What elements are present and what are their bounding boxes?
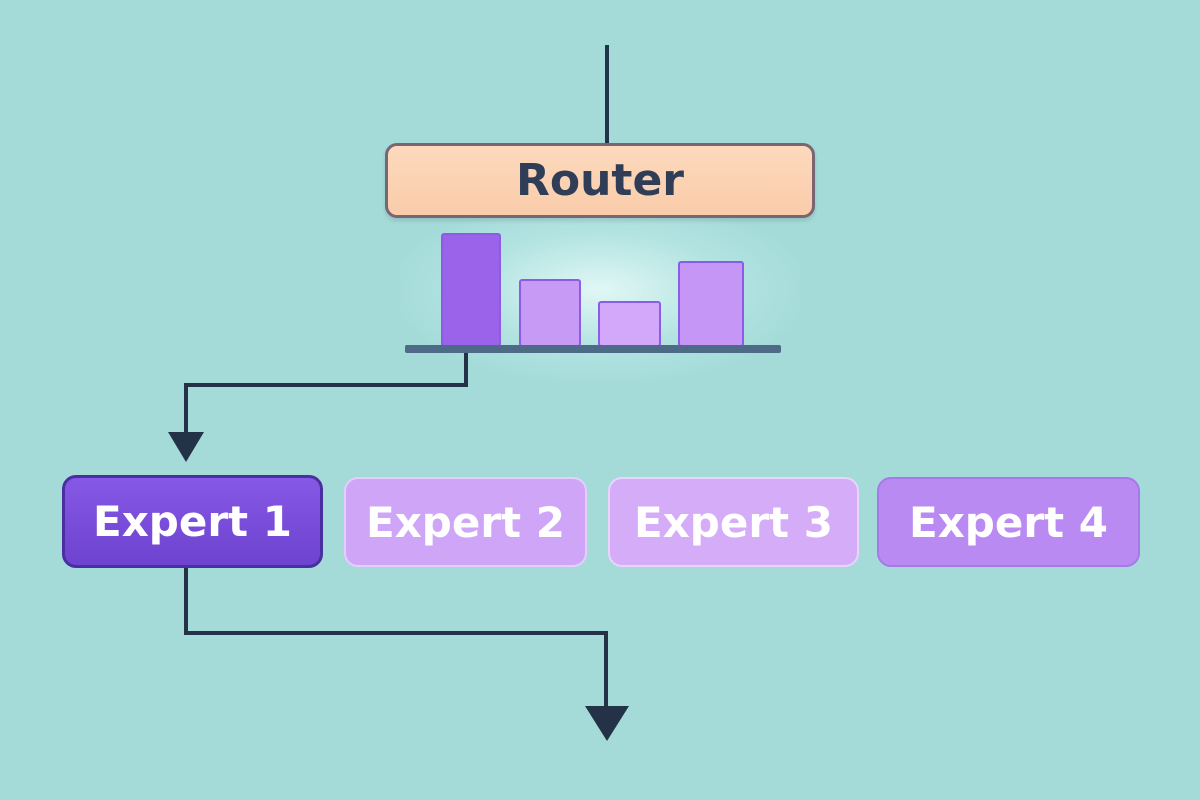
output-arrow-down-icon xyxy=(585,706,629,741)
expert1-output-wire xyxy=(184,568,608,710)
arrow-down-icon xyxy=(168,432,204,462)
gating-bar-expert-1 xyxy=(441,233,501,347)
expert-1-box: Expert 1 xyxy=(62,475,323,568)
router-box: Router xyxy=(385,143,815,218)
expert-3-box: Expert 3 xyxy=(608,477,859,567)
gating-bar-expert-2 xyxy=(519,279,581,347)
expert-2-box: Expert 2 xyxy=(344,477,587,567)
gating-bar-expert-3 xyxy=(598,301,661,347)
gating-bar-expert-4 xyxy=(678,261,744,347)
expert-4-box: Expert 4 xyxy=(877,477,1140,567)
router-to-expert1-wire xyxy=(184,350,468,435)
gating-baseline xyxy=(405,345,781,353)
